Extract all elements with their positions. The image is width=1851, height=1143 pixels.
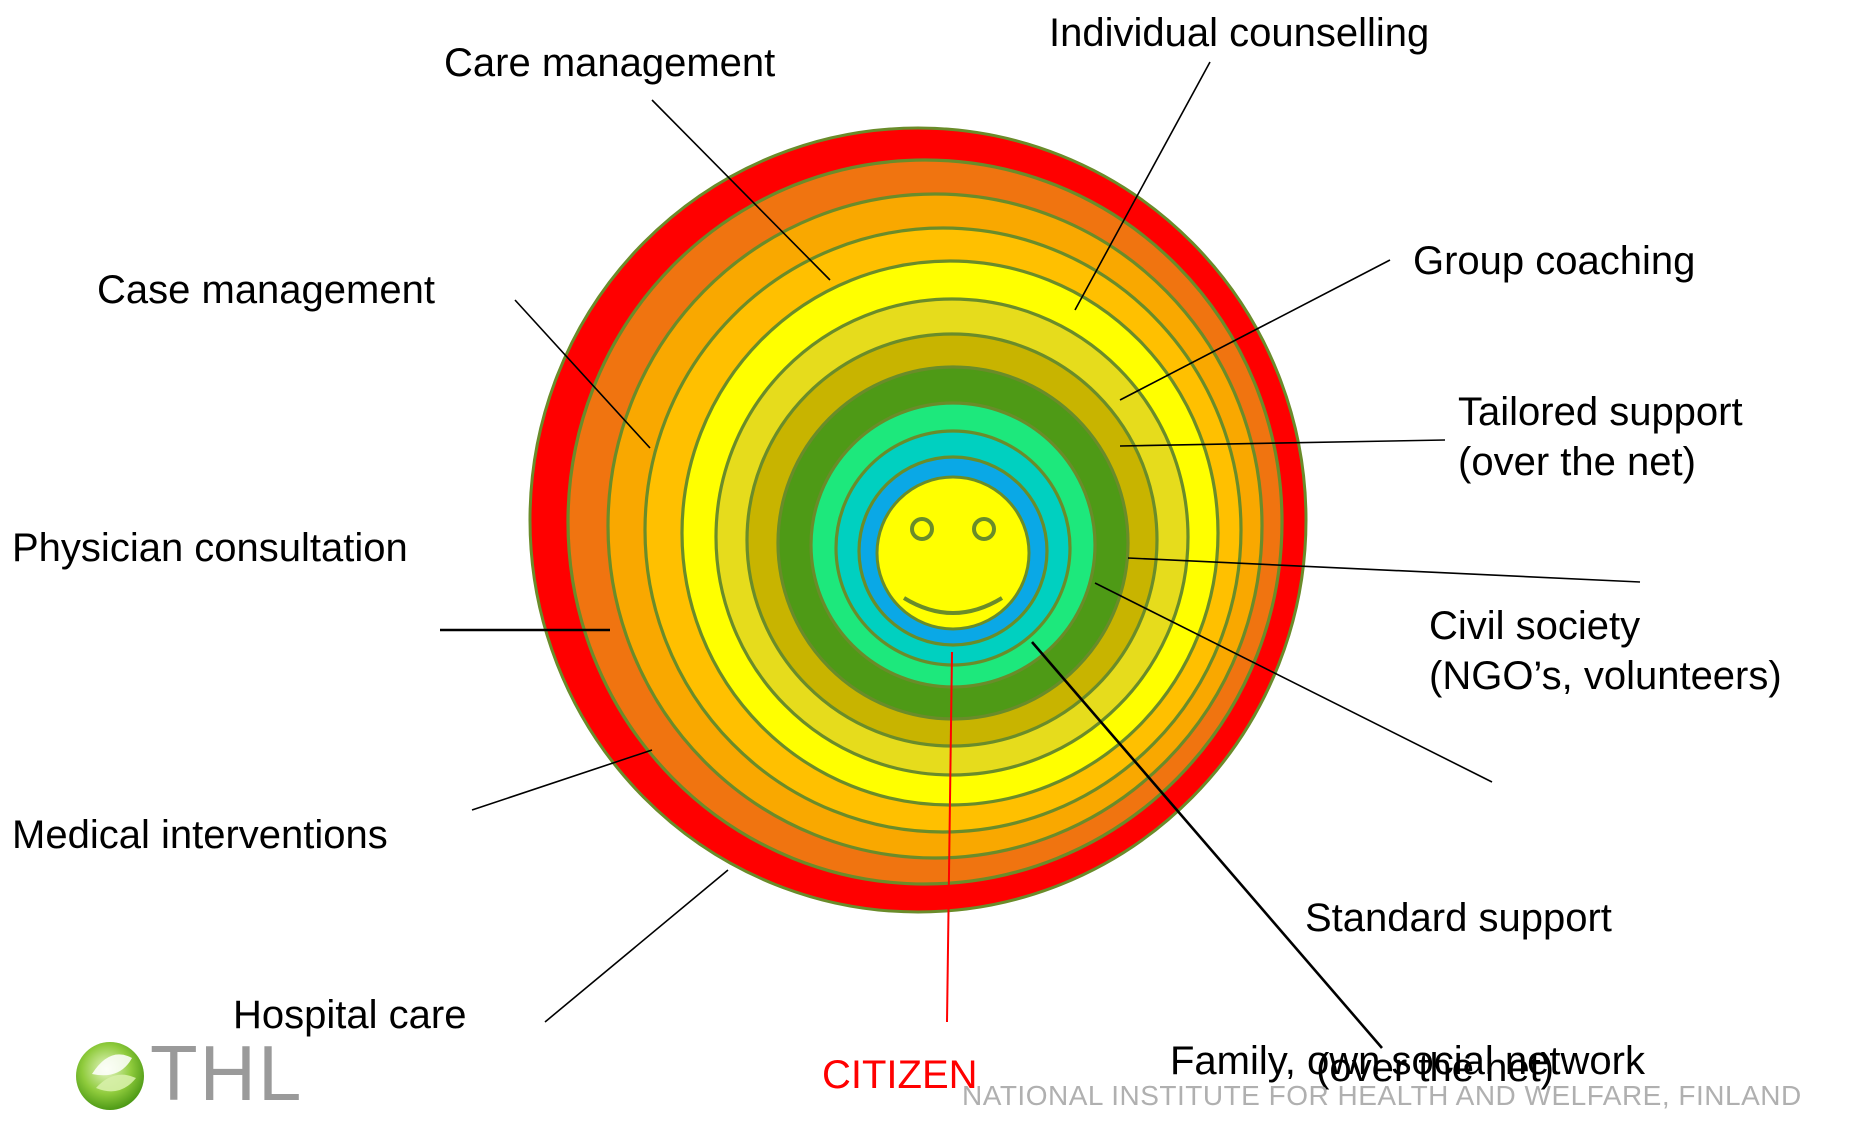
leader-standard-support <box>1094 582 1493 783</box>
label-civil-society: Civil society (NGO’s, volunteers) <box>1429 601 1782 701</box>
leader-case-management <box>514 299 651 449</box>
face-eye-left <box>910 517 934 541</box>
leader-individual-counselling <box>1074 61 1211 311</box>
leader-citizen <box>946 651 953 1023</box>
label-hospital-care: Hospital care <box>233 993 467 1037</box>
face-smile <box>902 596 1004 615</box>
thl-logo: THL <box>70 1028 330 1118</box>
citizen-center-circle <box>875 475 1031 631</box>
label-tailored-support-line-1: Tailored support <box>1458 390 1743 434</box>
label-tailored-support: Tailored support (over the net) <box>1458 387 1743 487</box>
leader-hospital-care <box>544 869 729 1023</box>
leader-group-coaching <box>1119 259 1391 401</box>
leader-family <box>1031 641 1383 1049</box>
face-eye-right <box>972 517 996 541</box>
label-group-coaching: Group coaching <box>1413 239 1696 283</box>
label-tailored-support-line-2: (over the net) <box>1458 440 1696 484</box>
footer-institute-name: NATIONAL INSTITUTE FOR HEALTH AND WELFAR… <box>962 1080 1802 1111</box>
label-care-management: Care management <box>444 41 776 85</box>
leader-civil-society <box>1127 557 1641 583</box>
label-standard-support-line-2: (over the net) <box>1305 1046 1555 1090</box>
citizen-face <box>902 517 1004 615</box>
label-family: Family, own social network <box>1170 1039 1645 1083</box>
thl-leaf-icon <box>76 1042 144 1110</box>
thl-logo-text: THL <box>150 1029 304 1117</box>
label-citizen: CITIZEN <box>822 1053 978 1097</box>
label-physician-consultation: Physician consultation <box>12 526 408 570</box>
leader-medical-interventions <box>471 749 653 811</box>
leader-tailored-support <box>1119 439 1446 447</box>
label-medical-interventions: Medical interventions <box>12 813 388 857</box>
service-rings <box>528 126 1308 914</box>
label-individual-counselling: Individual counselling <box>1049 11 1430 55</box>
leader-care-management <box>651 99 831 281</box>
leader-lines <box>440 61 1641 1049</box>
label-standard-support: Standard support (over the net) <box>1305 793 1612 1143</box>
label-case-management: Case management <box>97 268 435 312</box>
label-civil-society-line-1: Civil society <box>1429 604 1641 648</box>
label-civil-society-line-2: (NGO’s, volunteers) <box>1429 654 1782 698</box>
label-standard-support-line-1: Standard support <box>1305 896 1612 940</box>
